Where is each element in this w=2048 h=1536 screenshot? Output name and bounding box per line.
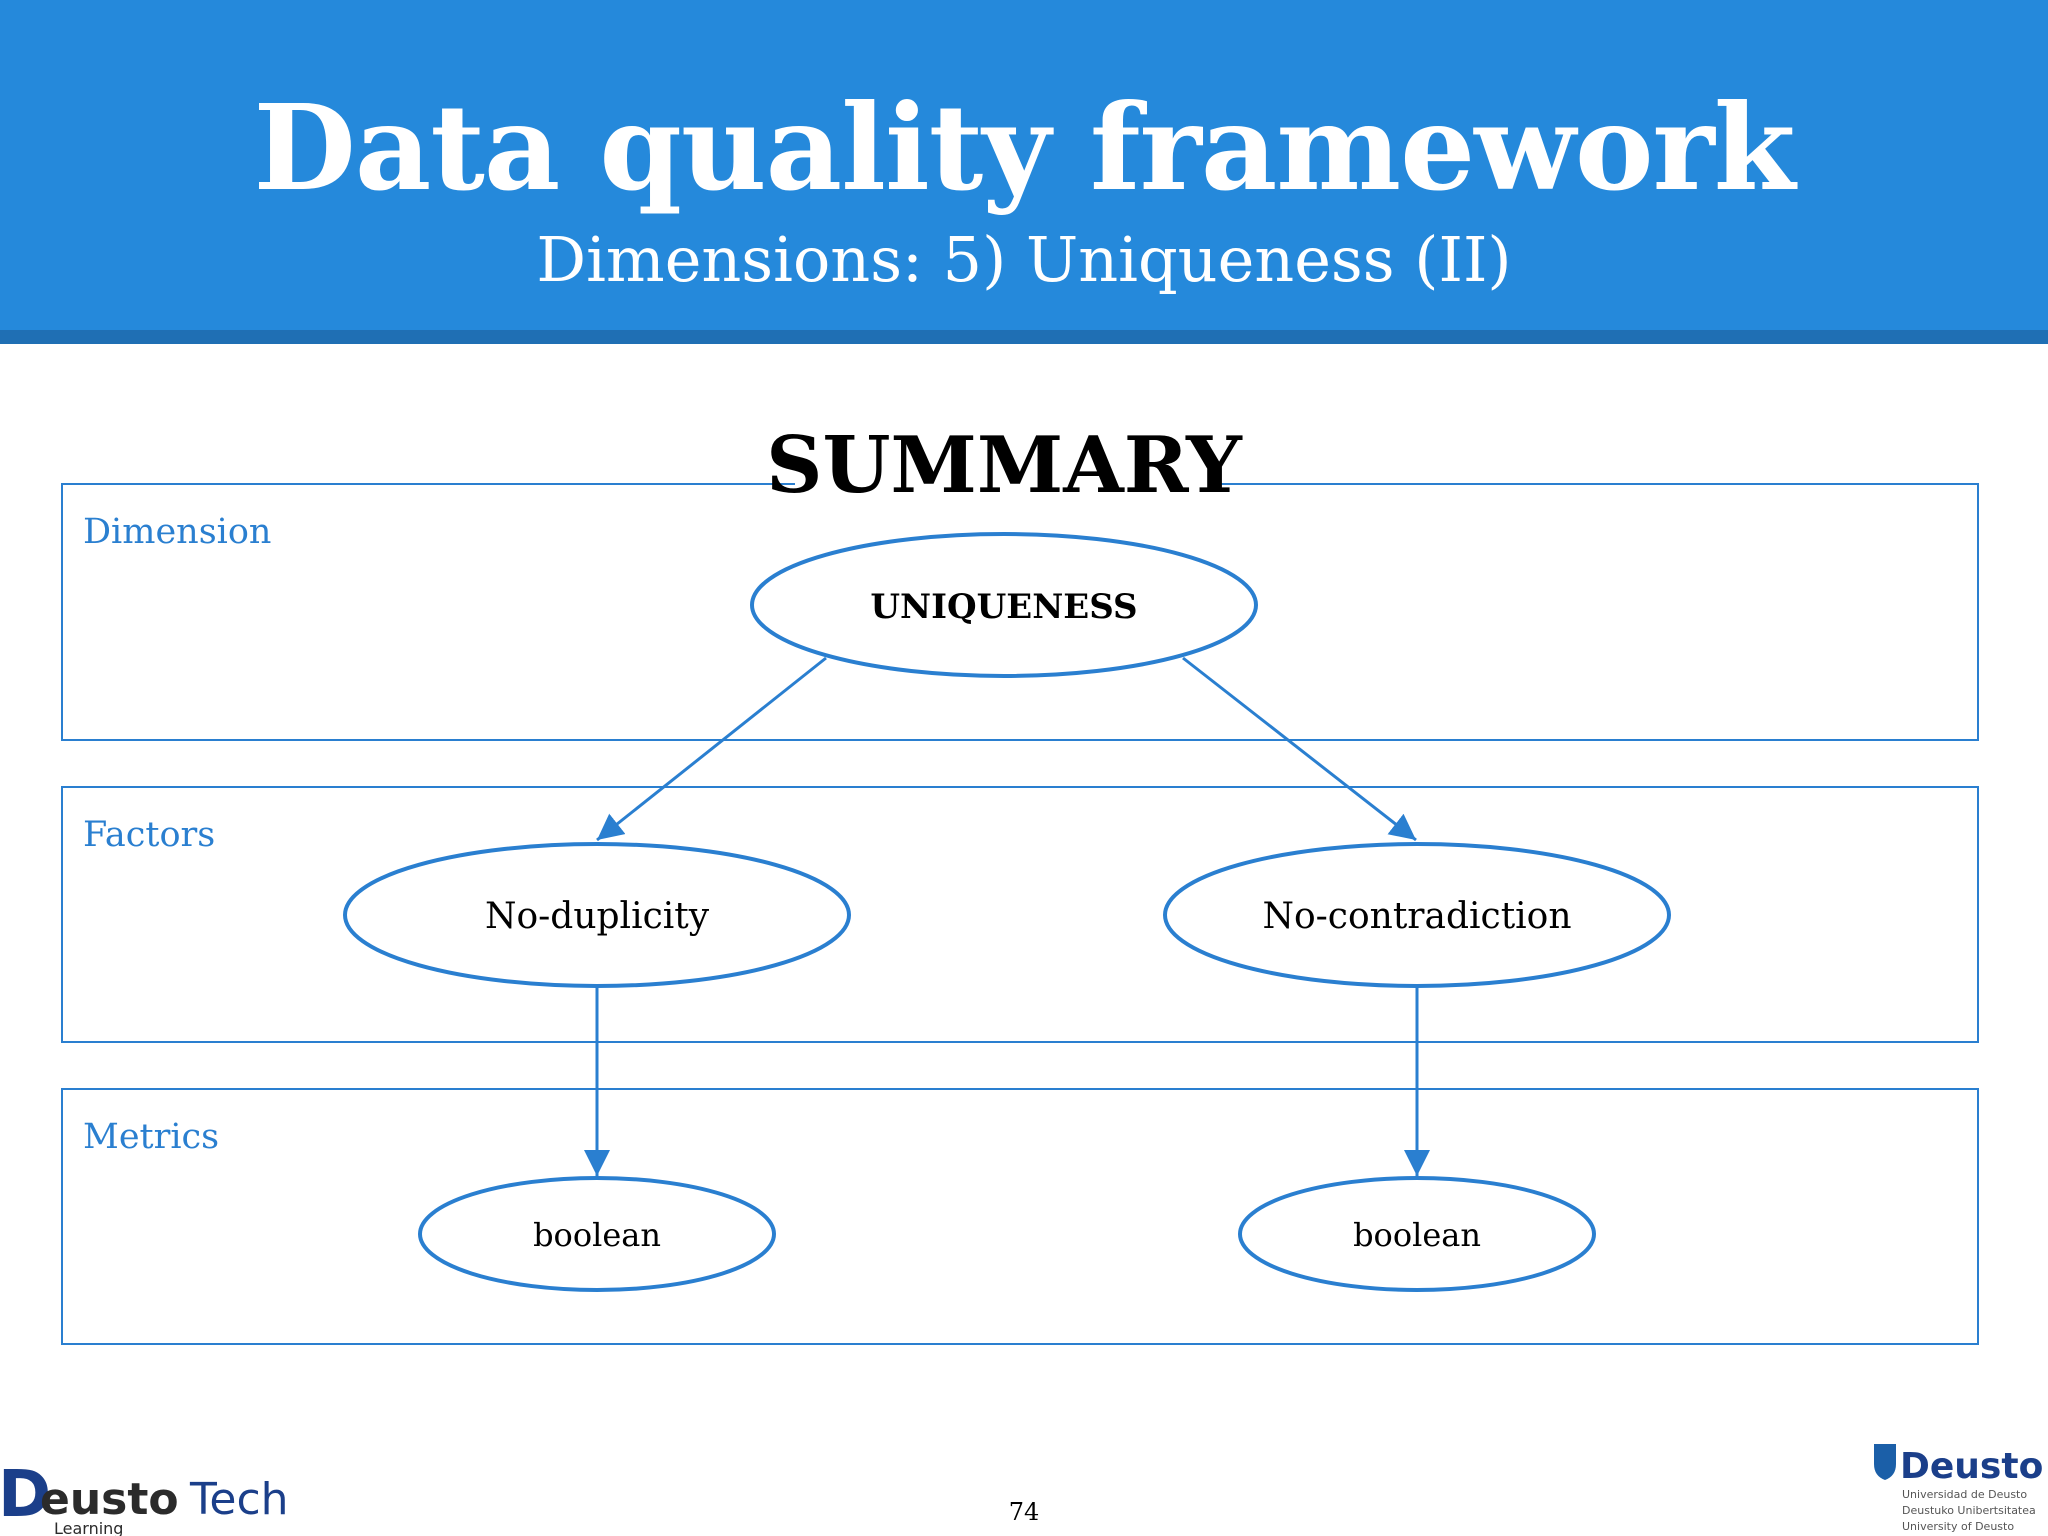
logo-learning: Learning: [54, 1519, 123, 1536]
band-metrics: [61, 1088, 1979, 1345]
node-nocontradiction-label: No-contradiction: [1262, 896, 1571, 937]
header-banner: Data quality framework Dimensions: 5) Un…: [0, 0, 2048, 344]
logo-eusto: eusto: [40, 1474, 179, 1525]
node-nocontradiction: [1163, 842, 1671, 988]
logo-d: D: [0, 1458, 51, 1532]
band-label-dimension: Dimension: [83, 512, 271, 552]
logo-deusto-name: Deusto: [1900, 1446, 2043, 1487]
node-uniqueness: [750, 532, 1258, 678]
page-number: 74: [1008, 1498, 1040, 1526]
shield-icon: [1874, 1444, 1896, 1480]
node-boolean-right: [1238, 1176, 1596, 1292]
summary-label-bg: [795, 470, 1211, 494]
logo-deusto-line3: University of Deusto: [1902, 1520, 2014, 1533]
logo-tech: Tech: [189, 1474, 289, 1525]
node-noduplicity-label: No-duplicity: [485, 896, 710, 937]
node-noduplicity: [343, 842, 851, 988]
node-uniqueness-label: UNIQUENESS: [870, 587, 1137, 627]
logo-deusto-line1: Universidad de Deusto: [1902, 1488, 2027, 1501]
band-label-factors: Factors: [83, 815, 215, 855]
deustotech-logo: D eusto Tech Learning: [0, 1458, 289, 1536]
band-label-metrics: Metrics: [83, 1117, 219, 1157]
node-boolean-left: [418, 1176, 776, 1292]
logo-deusto-line2: Deustuko Unibertsitatea: [1902, 1504, 2036, 1517]
node-boolean-left-label: boolean: [533, 1216, 661, 1254]
slide-subtitle: Dimensions: 5) Uniqueness (II): [536, 223, 1512, 296]
band-factors: [61, 786, 1979, 1043]
slide-title: Data quality framework: [253, 78, 1796, 217]
connector-dimension-to-nocontradiction: [1182, 656, 1417, 842]
summary-label: SUMMARY: [766, 420, 1243, 511]
connector-dimension-to-noduplicity: [596, 656, 827, 842]
deusto-university-logo: Deusto Universidad de Deusto Deustuko Un…: [1874, 1444, 2043, 1533]
node-boolean-right-label: boolean: [1353, 1216, 1481, 1254]
